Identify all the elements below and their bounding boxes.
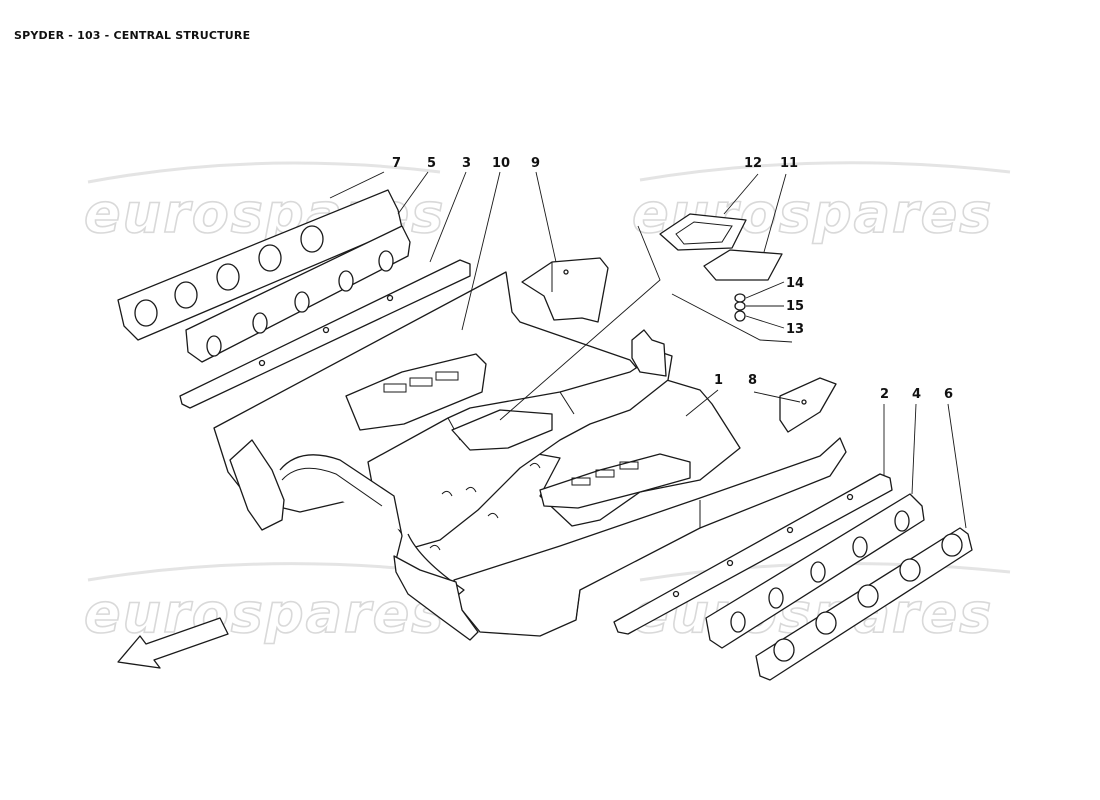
part-14-washer [734,293,746,303]
watermark-bottom-left: eurospares [84,582,445,645]
part-11-cover-plate [703,249,783,281]
part-5-sill-panel [185,225,411,363]
callout-1: 1 [714,373,723,388]
callout-6: 6 [944,387,953,402]
page-title: SPYDER - 103 - CENTRAL STRUCTURE [14,29,251,42]
callout-3: 3 [462,156,471,171]
part-6-side-reinforcement [755,527,973,681]
callout-labels: 7 5 3 10 9 12 11 14 15 13 1 8 2 4 6 [392,156,953,402]
callout-9: 9 [531,156,540,171]
part-15-washer [734,301,746,311]
callout-12: 12 [744,156,762,171]
callout-15: 15 [786,299,804,314]
callout-5: 5 [427,156,436,171]
callout-13: 13 [786,322,804,337]
leader-lines [329,171,967,529]
part-13-nut [734,310,746,322]
part-7-side-reinforcement [117,189,403,341]
callout-11: 11 [780,156,798,171]
part-1-central-structure [213,271,847,641]
front-direction-arrow [117,617,229,669]
part-9-bracket [521,257,609,323]
callout-10: 10 [492,156,510,171]
part-4-sill-panel [705,493,925,649]
part-3-sill-strip [179,259,471,409]
callout-7: 7 [392,156,401,171]
callout-4: 4 [912,387,921,402]
part-12-gasket [659,213,747,251]
part-8-bracket [779,377,837,433]
callout-8: 8 [748,373,757,388]
callout-14: 14 [786,276,804,291]
callout-2: 2 [880,387,889,402]
part-2-sill-strip [613,473,893,635]
